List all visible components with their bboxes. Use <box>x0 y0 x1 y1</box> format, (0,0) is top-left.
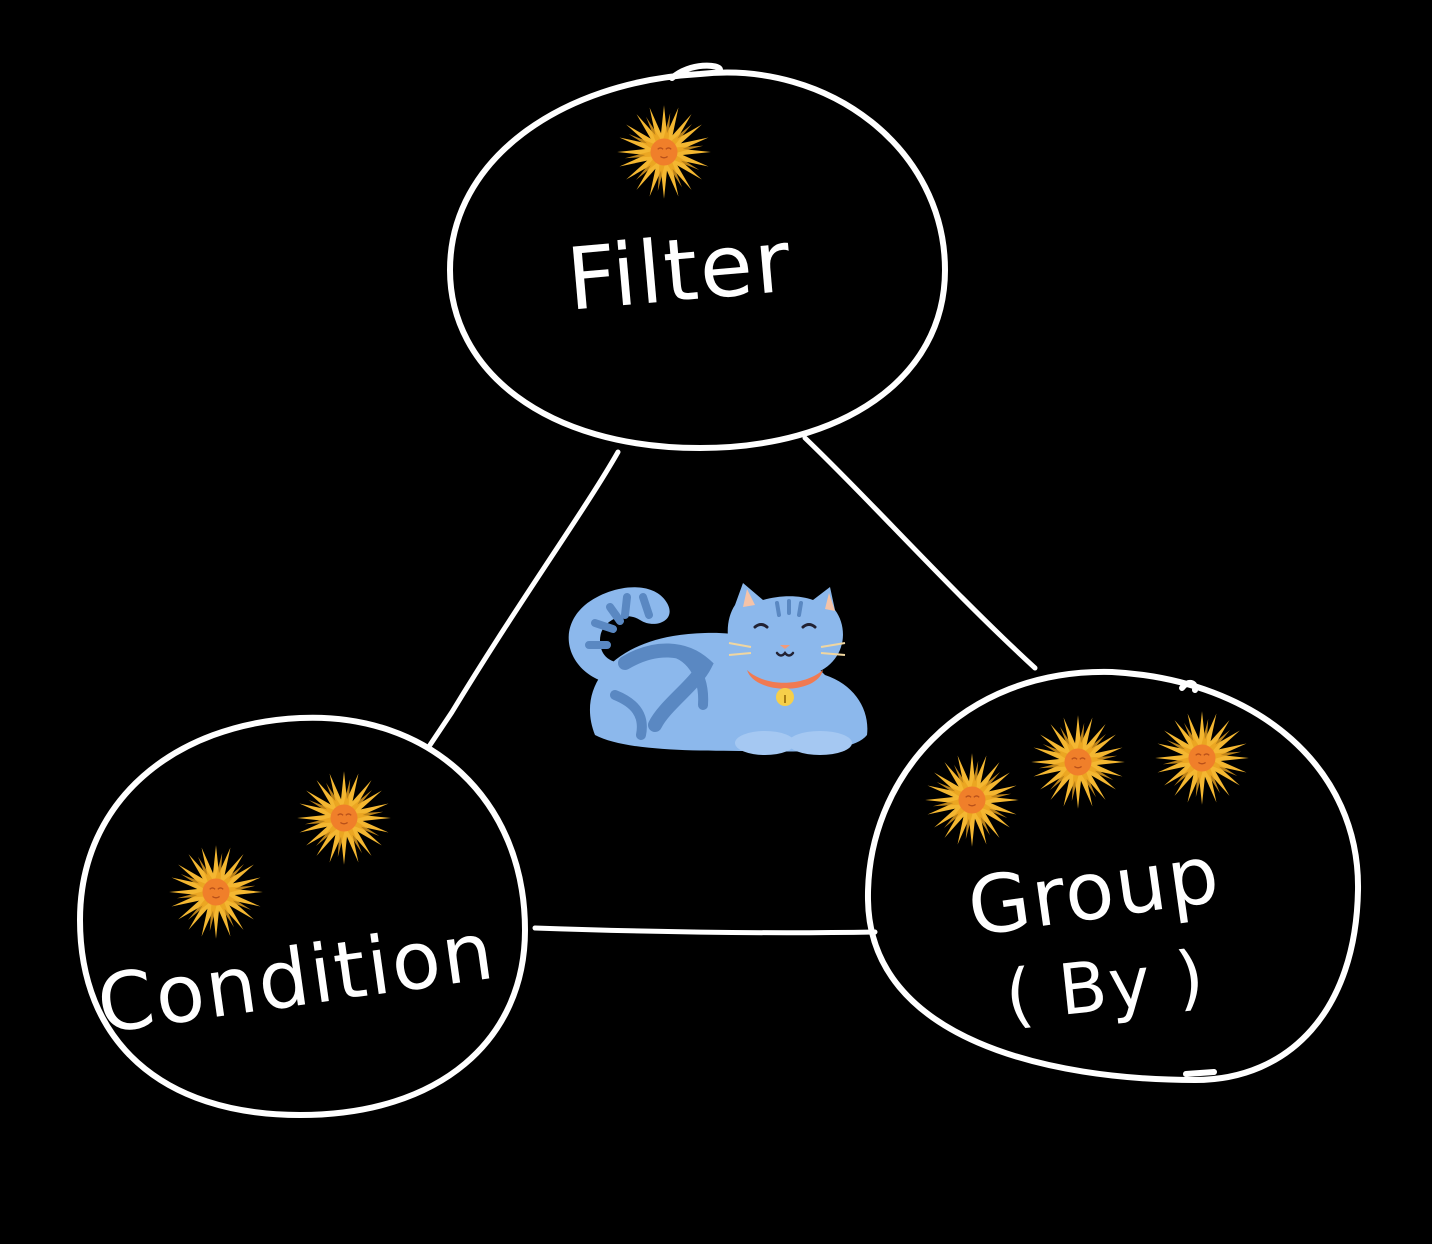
node-group-by: Group ( By ) <box>864 668 1362 1083</box>
cat-icon <box>568 583 868 755</box>
node-condition-label: Condition <box>92 904 501 1052</box>
sun-icon <box>924 752 1020 848</box>
sun-icon <box>1154 710 1250 806</box>
node-filter-label: Filter <box>563 211 796 330</box>
sun-icon <box>296 770 392 866</box>
node-condition-outline <box>77 714 528 1118</box>
edge-condition-group-by <box>532 925 878 936</box>
sun-icon <box>168 844 264 940</box>
node-filter-outline <box>447 62 948 451</box>
node-group-by-label-line1: Group <box>962 827 1226 954</box>
sun-icon <box>1030 714 1126 810</box>
node-filter: Filter <box>447 62 948 451</box>
edge-filter-condition <box>427 449 621 748</box>
edges <box>427 435 1038 936</box>
node-condition: Condition <box>77 714 528 1118</box>
node-group-by-label-line2: ( By ) <box>1001 935 1209 1038</box>
sun-icon <box>616 104 712 200</box>
node-group-by-outline <box>864 668 1362 1083</box>
edge-filter-group-by <box>802 435 1038 671</box>
